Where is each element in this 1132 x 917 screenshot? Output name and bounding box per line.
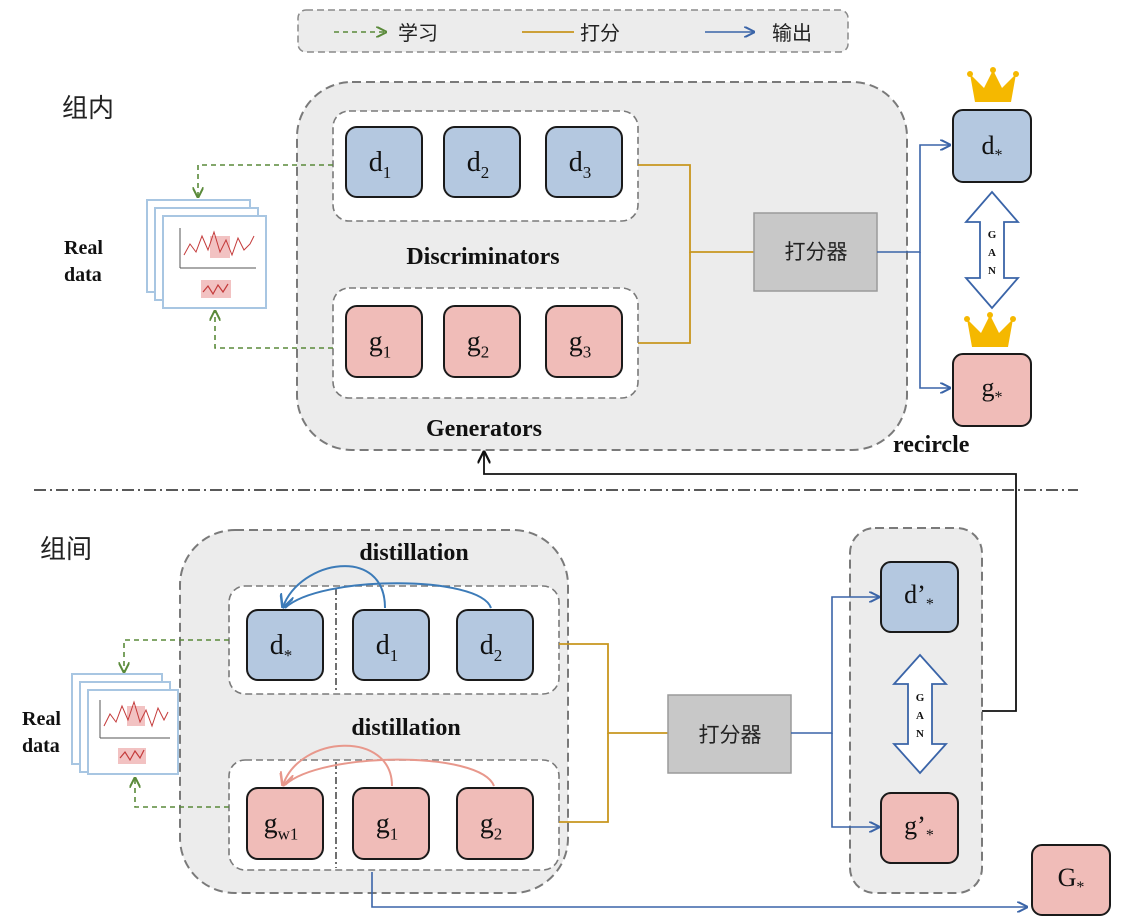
legend-output-label: 输出: [772, 21, 812, 45]
top-best-g-text: g*: [982, 373, 1003, 406]
top-learn-arrow-g: [215, 311, 333, 349]
final-output-arrow: [371, 872, 1027, 907]
discriminators-label: Discriminators: [406, 244, 559, 270]
top-g-node-label-0: g1: [369, 327, 392, 362]
bottom-g-node-label-0: gw1: [264, 809, 299, 844]
bottom-g-node-0: [246, 787, 324, 860]
bottom-score-line-g: [559, 733, 609, 823]
top-real-data-plot: [179, 228, 256, 298]
bottom-learn-arrow-g: [135, 778, 229, 808]
top-best-d-text: d*: [982, 131, 1003, 164]
bottom-d-node-0: [246, 609, 324, 681]
distill-arc-g2: [284, 758, 495, 787]
top-scorer-label: 打分器: [785, 240, 848, 264]
bottom-section-title: 组间: [40, 535, 92, 565]
legend-learn-label: 学习: [398, 21, 438, 45]
top-output-arrow-g: [919, 252, 950, 388]
bottom-real-data-label-2: data: [22, 735, 60, 757]
top-gan-double-arrow: [964, 190, 1020, 310]
bottom-d-node-label-1: d1: [376, 630, 399, 665]
top-gan-letter-a: A: [988, 247, 996, 259]
top-score-line-g: [638, 252, 691, 344]
final-output-text: G*: [1058, 863, 1085, 896]
recircle-arrow: [484, 452, 1017, 712]
bottom-d-node-label-2: d2: [480, 630, 503, 665]
top-d-node-2: [545, 126, 623, 198]
top-g-node-label-2: g3: [569, 327, 592, 362]
distill-arc-d2: [284, 582, 492, 609]
top-best-g-node: [952, 353, 1032, 427]
bottom-output-arrow-g: [831, 733, 879, 827]
top-d-node-0: [345, 126, 423, 198]
distillation-label-bottom: distillation: [351, 715, 460, 741]
top-output-arrow-d: [877, 145, 950, 253]
bottom-g-node-label-2: g2: [480, 809, 503, 844]
top-gan-letter-n: N: [988, 265, 996, 277]
top-section-title: 组内: [62, 94, 114, 124]
bottom-output-arrow-d: [791, 597, 879, 734]
bottom-gan-double-arrow: [891, 653, 949, 775]
crown-icon-top-g: [964, 312, 1016, 347]
bottom-g-node-1: [352, 787, 430, 860]
recircle-label: recircle: [893, 432, 970, 458]
crown-icon-top-d: [967, 67, 1019, 102]
legend-score-label: 打分: [580, 21, 620, 45]
bottom-d-node-label-0: d*: [270, 630, 293, 665]
top-d-node-1: [443, 126, 521, 198]
top-real-data-label-2: data: [64, 264, 102, 286]
top-g-node-2: [545, 305, 623, 378]
bottom-real-data-stack: [71, 673, 179, 775]
bottom-best-g-node: [880, 792, 959, 864]
bottom-best-g-text: g’*: [904, 811, 934, 844]
top-real-data-label-1: Real: [64, 237, 103, 259]
bottom-gan-letter-a: A: [916, 710, 924, 722]
final-output-node: [1031, 844, 1111, 916]
top-score-line-d: [638, 164, 754, 253]
bottom-score-line-d: [559, 643, 668, 734]
bottom-d-node-2: [456, 609, 534, 681]
top-d-node-label-0: d1: [369, 147, 392, 182]
bottom-scorer-label: 打分器: [699, 723, 762, 747]
legend: 学习 打分 输出: [297, 9, 849, 53]
top-real-data-stack: [146, 199, 267, 309]
bottom-scorer-box: [667, 694, 792, 774]
bottom-g-node-2: [456, 787, 534, 860]
top-g-node-label-1: g2: [467, 327, 490, 362]
bottom-gan-letter-g: G: [916, 692, 925, 704]
bottom-real-data-plot: [99, 700, 170, 764]
top-g-node-1: [443, 305, 521, 378]
distillation-label-top: distillation: [359, 540, 468, 566]
top-d-node-label-2: d3: [569, 147, 592, 182]
top-d-node-label-1: d2: [467, 147, 490, 182]
bottom-best-d-text: d’*: [904, 580, 934, 613]
bottom-g-node-label-1: g1: [376, 809, 399, 844]
bottom-learn-arrow-d: [124, 639, 229, 672]
bottom-gan-letter-n: N: [916, 728, 924, 740]
distill-arc-g1: [283, 744, 393, 786]
top-gan-letter-g: G: [988, 229, 997, 241]
bottom-real-data-label-1: Real: [22, 708, 61, 730]
generators-label: Generators: [426, 416, 542, 442]
bottom-best-d-node: [880, 561, 959, 633]
top-g-node-0: [345, 305, 423, 378]
bottom-d-node-1: [352, 609, 430, 681]
top-best-d-node: [952, 109, 1032, 183]
top-learn-arrow-d: [198, 164, 333, 197]
distill-arc-d1: [283, 565, 386, 608]
